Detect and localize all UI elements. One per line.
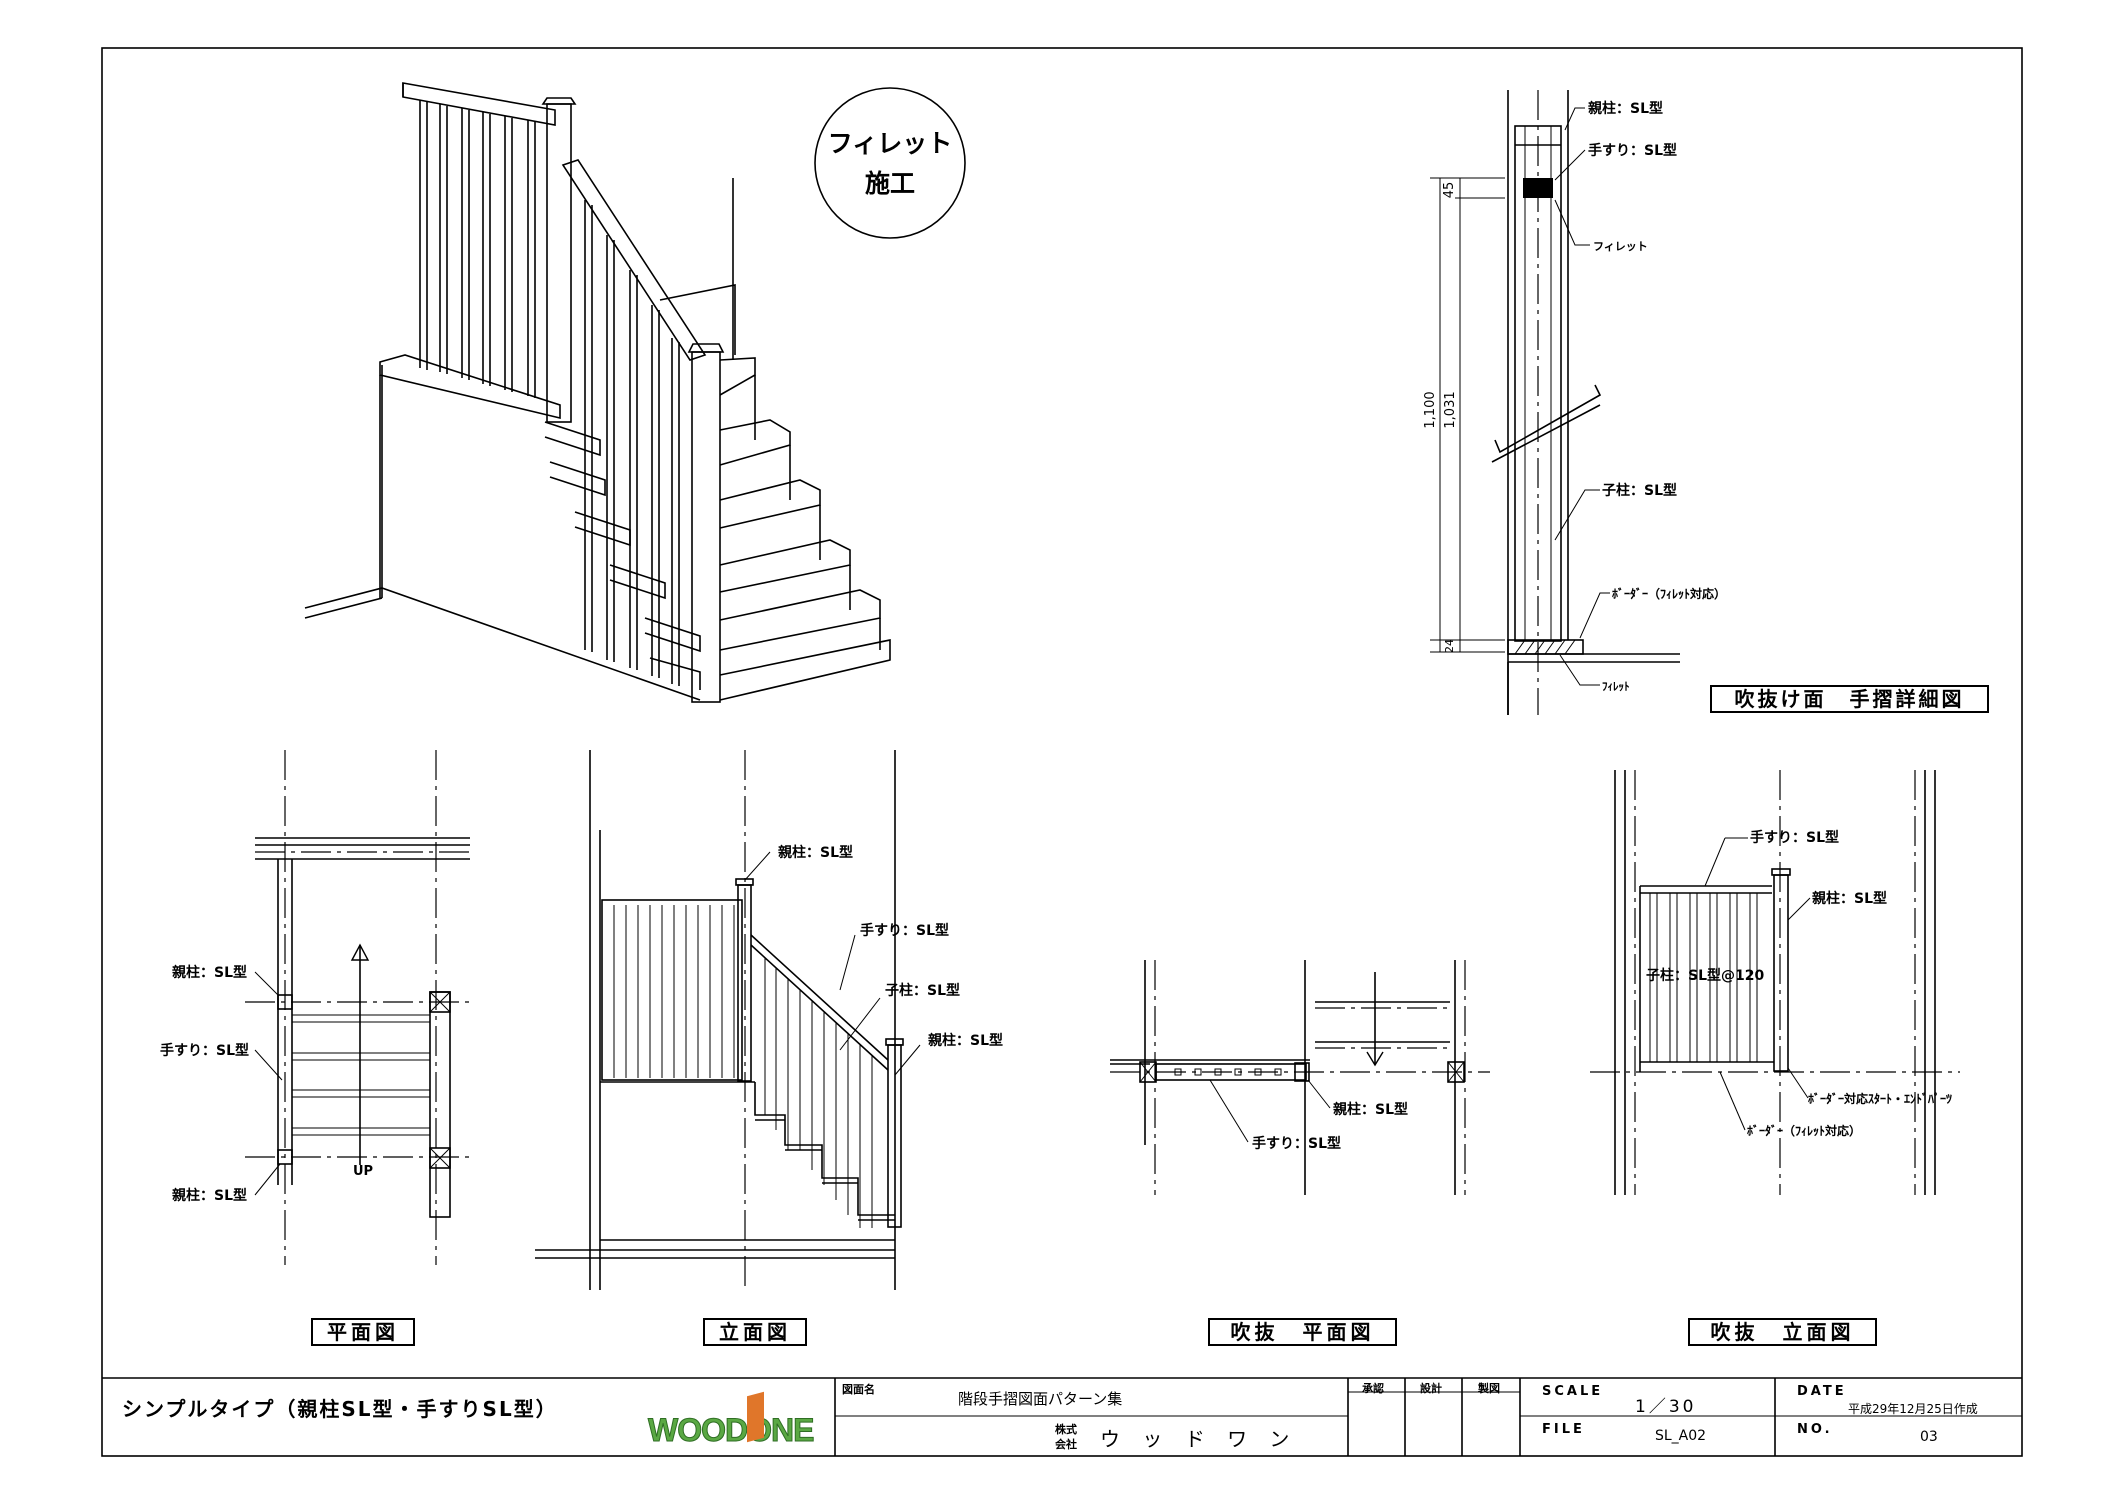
void-elevation-view [1590, 770, 1960, 1195]
scale-value: 1／30 [1635, 1397, 1697, 1417]
detail-callout-border: ﾎﾞｰﾀﾞｰ（ﾌｨﾚｯﾄ対応） [1612, 586, 1726, 601]
void-plan-view-title: 吹抜 平面図 [1208, 1318, 1397, 1346]
elev-callout-handrail: 手すり：SL型 [860, 922, 949, 939]
plan-callout-newel-bottom: 親柱：SL型 [172, 1187, 247, 1204]
voidelev-callout-border: ﾎﾞｰﾀﾞｰ（ﾌｨﾚｯﾄ対応） [1747, 1123, 1861, 1138]
title-block-lines [102, 1377, 2022, 1456]
design-label: 設計 [1420, 1382, 1442, 1395]
isometric-stair-view [304, 82, 891, 703]
detail-view-title: 吹抜け面 手摺詳細図 [1710, 685, 1989, 713]
drawing-name: 階段手摺図面パターン集 [958, 1390, 1123, 1408]
number-label: NO. [1797, 1422, 1833, 1437]
elev-callout-newel-bottom: 親柱：SL型 [928, 1032, 1003, 1049]
detail-callout-fillet: フィレット [1593, 240, 1648, 253]
detail-callout-handrail: 手すり：SL型 [1588, 142, 1677, 159]
voidplan-callout-newel: 親柱：SL型 [1333, 1101, 1408, 1118]
company-prefix-1: 株式 [1055, 1423, 1077, 1436]
date-value: 平成29年12月25日作成 [1848, 1402, 1978, 1416]
number-value: 03 [1920, 1429, 1938, 1445]
dim-1100: 1,100 [1423, 391, 1438, 428]
voidelev-callout-border-parts: ﾎﾞｰﾀﾞｰ対応ｽﾀｰﾄ・ｴﾝﾄﾞﾊﾟｰﾂ [1808, 1091, 1952, 1106]
date-label: DATE [1797, 1384, 1847, 1399]
fillet-badge-line2: 施工 [865, 169, 915, 198]
elevation-view-title: 立面図 [703, 1318, 807, 1346]
dim-1031: 1,031 [1443, 391, 1458, 428]
voidelev-callout-handrail: 手すり：SL型 [1750, 829, 1839, 846]
sheet-description: シンプルタイプ（親柱SL型・手すりSL型） [122, 1397, 558, 1421]
voidelev-callout-newel: 親柱：SL型 [1812, 890, 1887, 907]
handrail-detail-section [1430, 90, 1680, 715]
file-value: SL_A02 [1655, 1428, 1707, 1444]
elev-callout-baluster: 子柱：SL型 [885, 982, 960, 999]
plan-view [245, 750, 470, 1265]
detail-callout-baluster: 子柱：SL型 [1602, 482, 1677, 499]
file-label: FILE [1542, 1422, 1585, 1437]
drafting-label: 製図 [1478, 1382, 1500, 1395]
plan-view-title: 平面図 [311, 1318, 415, 1346]
plan-callout-newel-top: 親柱：SL型 [172, 964, 247, 981]
woodone-logo-mark [747, 1391, 764, 1443]
detail-callout-newel: 親柱：SL型 [1588, 100, 1663, 117]
sheet-border [101, 47, 2023, 1457]
void-elevation-view-title: 吹抜 立面図 [1688, 1318, 1877, 1346]
detail-callout-fillet-bottom: ﾌｨﾚｯﾄ [1602, 680, 1630, 693]
company-prefix-2: 会社 [1055, 1438, 1077, 1451]
company-name: ウ ッ ド ワ ン [1100, 1427, 1298, 1451]
woodone-logo: WOODONE [647, 1412, 814, 1449]
plan-up-label: UP [353, 1164, 373, 1179]
dim-24: 24 [1443, 639, 1456, 653]
approval-label: 承認 [1362, 1382, 1384, 1395]
drawing-name-label: 図面名 [842, 1383, 875, 1396]
voidplan-callout-handrail: 手すり：SL型 [1252, 1135, 1341, 1152]
plan-callout-handrail: 手すり：SL型 [160, 1042, 249, 1059]
dim-45: 45 [1442, 182, 1457, 199]
void-plan-view [1110, 960, 1490, 1195]
voidelev-callout-baluster: 子柱：SL型@120 [1646, 967, 1764, 984]
scale-label: SCALE [1542, 1384, 1604, 1399]
elev-callout-newel-top: 親柱：SL型 [778, 844, 853, 861]
elevation-view [535, 750, 921, 1290]
fillet-badge-line1: フィレット [828, 129, 953, 158]
fillet-badge-circle [814, 87, 966, 239]
